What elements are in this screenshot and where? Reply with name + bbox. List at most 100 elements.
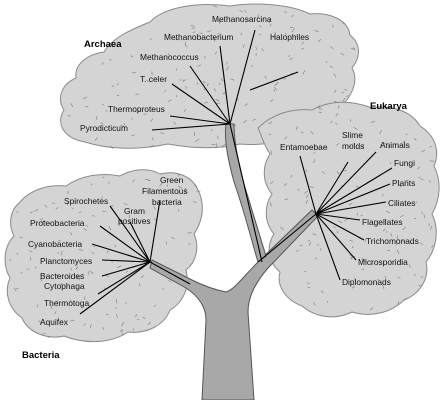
label-methanococcus: Methanococcus <box>140 52 199 62</box>
foliage-dash <box>395 243 398 246</box>
foliage-dash <box>159 182 163 187</box>
branch-cyanobacteria <box>91 243 151 263</box>
foliage-dash <box>421 211 424 215</box>
foliage-dash <box>101 62 104 65</box>
foliage-dash <box>207 83 209 87</box>
foliage-dash <box>270 181 274 184</box>
branch-diplomonads <box>315 213 341 281</box>
foliage-dash <box>360 215 363 217</box>
foliage-dash <box>243 119 247 124</box>
foliage-dash <box>303 270 307 273</box>
foliage-dash <box>121 321 124 327</box>
branch-pyrodicticum <box>151 123 231 131</box>
foliage-dash <box>244 10 247 13</box>
foliage-dash <box>28 250 33 253</box>
foliage-dash <box>284 198 289 200</box>
label-trichomonads: Trichomonads <box>366 236 419 246</box>
label-proteobacteria: Proteobacteria <box>30 218 85 228</box>
foliage-dash <box>244 103 248 107</box>
foliage-dash <box>109 58 112 61</box>
foliage-dash <box>55 274 59 276</box>
foliage-dash <box>213 4 217 8</box>
foliage-dash <box>153 304 157 307</box>
branch-fungi <box>315 167 393 215</box>
foliage-dash <box>142 316 146 319</box>
label-animals: Animals <box>380 140 410 150</box>
label-gram-positives-line2: positives <box>118 216 151 226</box>
branch-bacteria-trunk <box>149 261 191 285</box>
foliage-dash <box>291 14 294 18</box>
foliage-dash <box>397 277 401 279</box>
foliage-dash <box>184 44 188 48</box>
foliage-dash <box>343 169 347 172</box>
branch-ciliates <box>315 201 387 215</box>
foliage-dash <box>215 99 220 102</box>
foliage-dash <box>152 137 154 141</box>
foliage-dash <box>313 301 316 306</box>
foliage-dash <box>34 209 39 212</box>
branch-trichomonads <box>315 213 365 241</box>
foliage-dash <box>346 95 349 97</box>
branch-proteobacteria <box>99 225 151 263</box>
foliage-dash <box>300 131 304 134</box>
foliage-dash <box>319 248 322 251</box>
branch-archaea-trunk <box>229 123 263 263</box>
foliage-dash <box>336 171 340 175</box>
foliage-dash <box>386 250 390 252</box>
foliage-dash <box>330 120 333 124</box>
bacteria-labels: Green Filamentous bacteria Spirochetes G… <box>28 175 188 327</box>
foliage-dash <box>397 301 399 305</box>
foliage-dash <box>218 82 221 86</box>
foliage-dash <box>34 266 37 269</box>
foliage-dash <box>153 218 157 221</box>
foliage-dash <box>123 203 128 206</box>
foliage-dash <box>242 44 245 48</box>
foliage-dash <box>116 314 118 318</box>
foliage-dash <box>384 276 387 279</box>
foliage-dash <box>315 257 318 260</box>
foliage-dash <box>203 80 206 84</box>
foliage-dash <box>421 149 426 153</box>
foliage-dash <box>120 125 125 127</box>
foliage-dash <box>132 179 135 182</box>
label-thermotoga: Thermotoga <box>44 298 89 308</box>
foliage-dash <box>289 57 293 60</box>
foliage-dash <box>79 211 81 214</box>
label-green-filamentous-line2: Filamentous <box>142 186 188 196</box>
foliage-dash <box>171 236 175 240</box>
foliage-dash <box>383 142 388 145</box>
foliage-dash <box>130 55 134 58</box>
foliage-dash <box>296 250 300 252</box>
foliage-dash <box>398 184 402 188</box>
foliage-dash <box>305 194 309 198</box>
foliage-dash <box>93 245 96 248</box>
foliage-dash <box>349 119 352 122</box>
foliage-dash <box>60 250 63 256</box>
foliage-dash <box>274 31 276 34</box>
foliage-dash <box>369 307 374 311</box>
foliage-dash <box>111 261 114 263</box>
foliage-dash <box>312 233 317 235</box>
foliage-dash <box>132 328 134 331</box>
foliage-dash <box>165 241 167 245</box>
label-microsporidia: Microsporidia <box>358 257 408 267</box>
foliage-dash <box>185 85 187 89</box>
foliage-dash <box>57 252 60 254</box>
foliage-dash <box>370 260 373 265</box>
label-green-filamentous-line1: Green <box>160 175 184 185</box>
foliage-dash <box>39 217 43 221</box>
eukarya-labels: Entamoebae Slime molds Animals Fungi Pla… <box>280 130 419 287</box>
label-thermoproteus: Thermoproteus <box>108 104 165 114</box>
foliage-dash <box>398 260 402 263</box>
branch-thermoproteus <box>169 115 231 125</box>
foliage-dash <box>239 10 243 13</box>
foliage-dash <box>335 122 338 125</box>
foliage-dash <box>317 39 322 43</box>
foliage-dash <box>330 46 334 50</box>
foliage-dash <box>420 276 424 278</box>
foliage-dash <box>70 232 73 236</box>
foliage-dash <box>341 91 345 94</box>
foliage-dash <box>344 218 349 222</box>
foliage-dash <box>296 125 298 131</box>
foliage-dash <box>83 227 87 232</box>
